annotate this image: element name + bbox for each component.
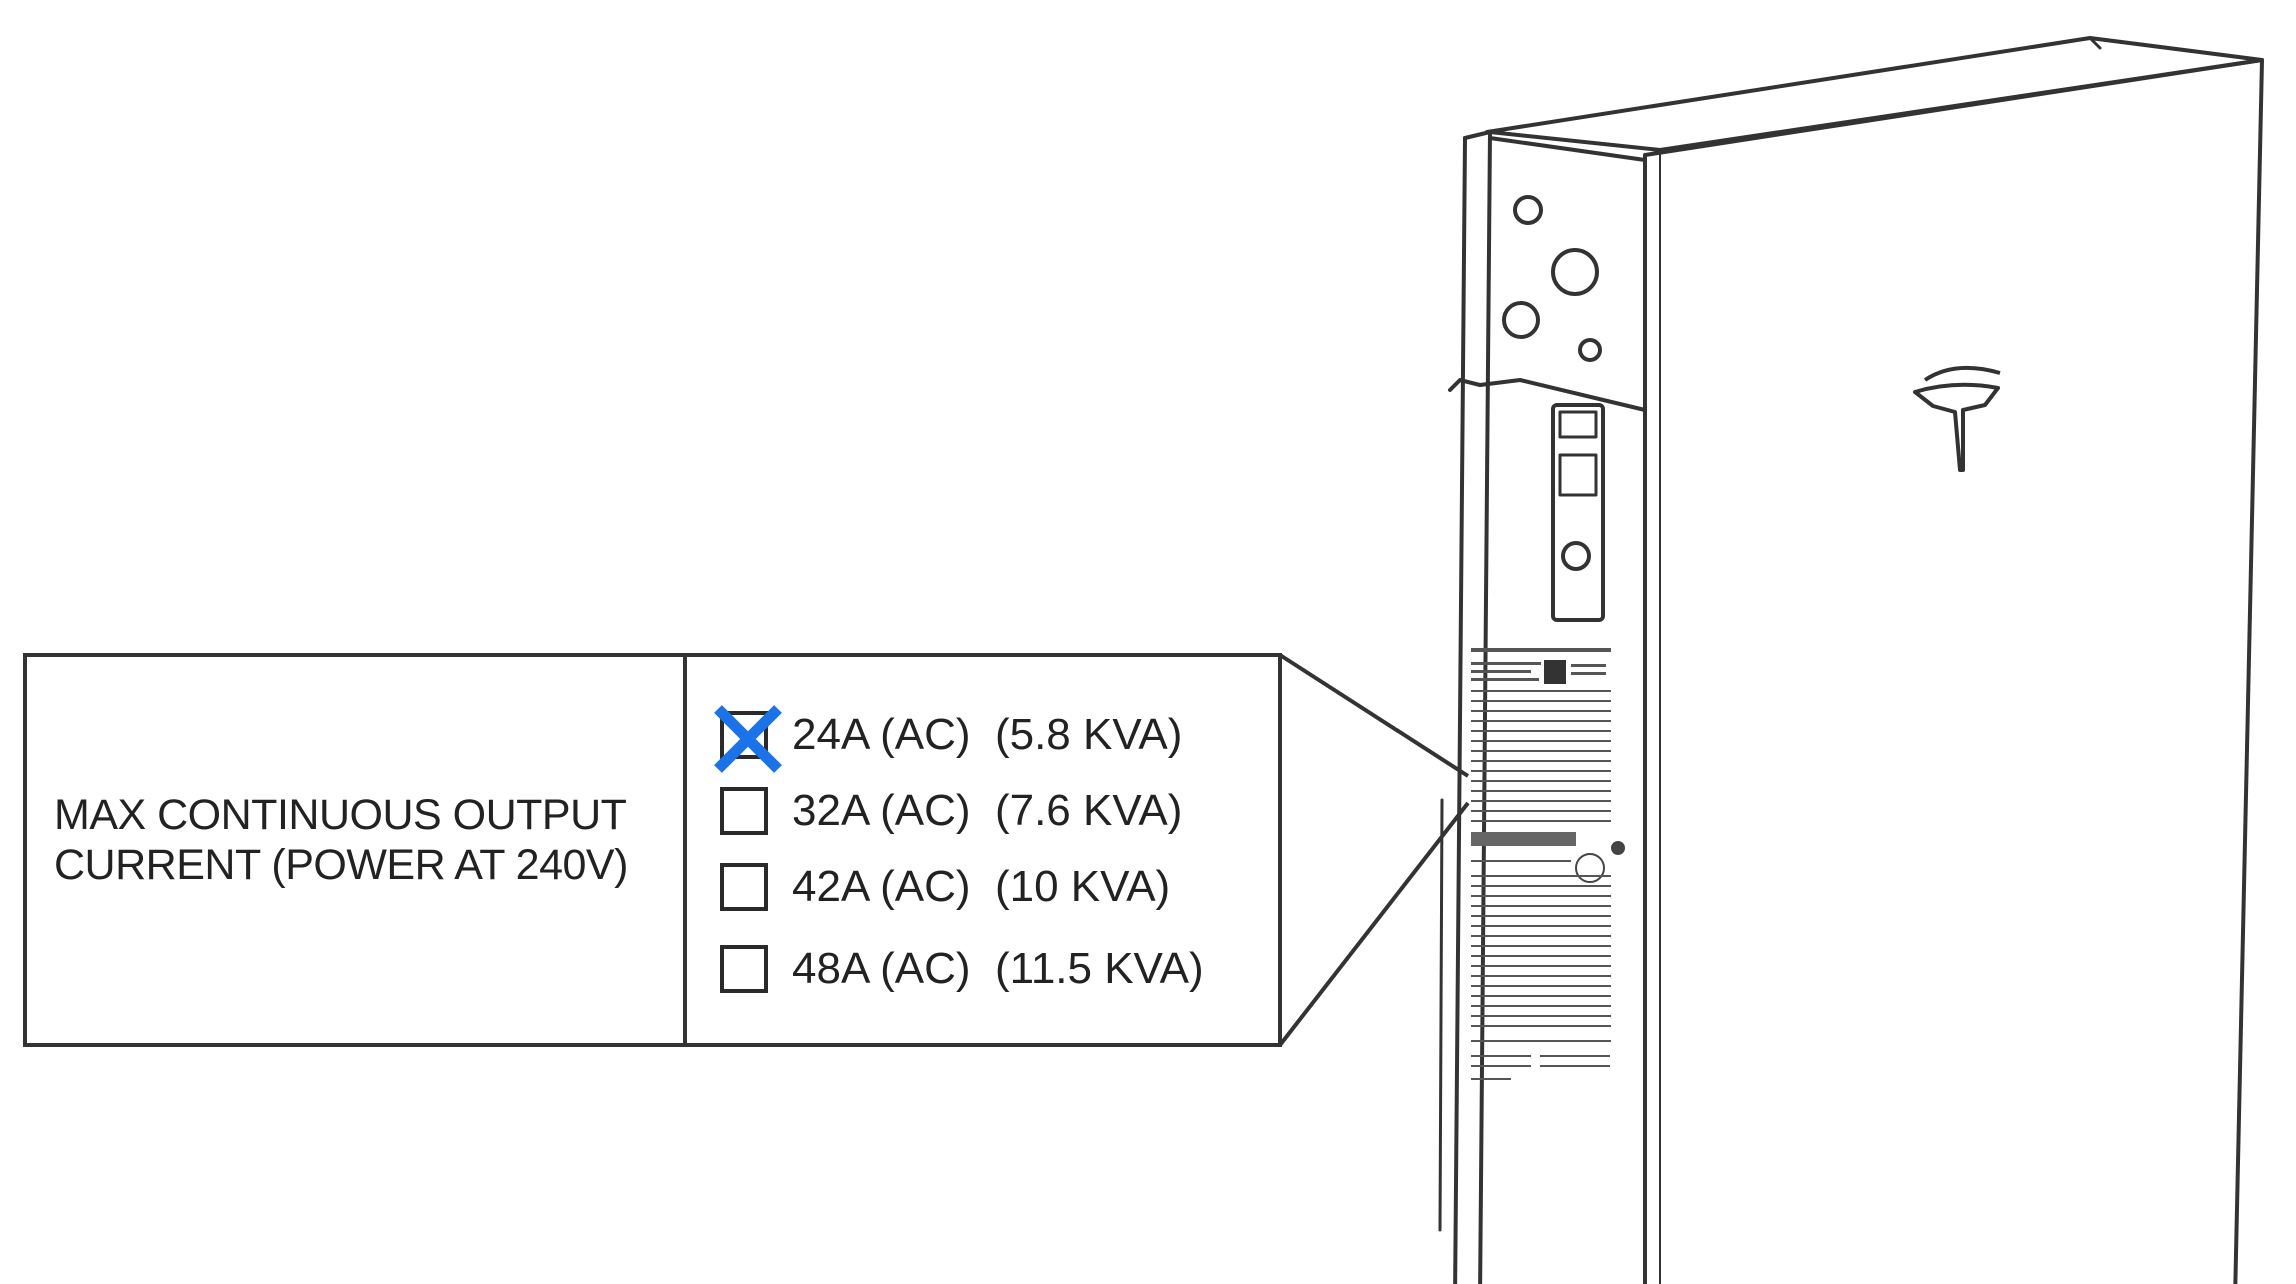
switch-module-top bbox=[1558, 410, 1598, 439]
unit-side-step bbox=[1448, 378, 1482, 392]
side-bump bbox=[1611, 841, 1625, 855]
checkbox-48a[interactable] bbox=[720, 945, 768, 993]
x-mark-icon bbox=[714, 705, 782, 773]
option-48a[interactable]: 48A (AC) (11.5 KVA) bbox=[720, 936, 1204, 1002]
unit-side-face bbox=[1453, 130, 1492, 1284]
option-24a[interactable]: 24A (AC) (5.8 KVA) bbox=[714, 702, 1183, 773]
unit-front-face bbox=[1643, 58, 2264, 1284]
tesla-logo-icon bbox=[1913, 365, 2001, 472]
option-24a-label: 24A (AC) (5.8 KVA) bbox=[792, 710, 1183, 759]
option-42a-label: 42A (AC) (10 KVA) bbox=[792, 862, 1171, 911]
unit-top-face bbox=[1463, 36, 2264, 152]
switch-knob bbox=[1561, 541, 1591, 571]
switch-module bbox=[1551, 403, 1605, 622]
max-output-label-line-1: MAX CONTINUOUS OUTPUT bbox=[54, 791, 627, 839]
unit-side-strip bbox=[1438, 798, 1444, 1232]
callout-pointer-bottom bbox=[1278, 801, 1470, 1047]
option-32a-label: 32A (AC) (7.6 KVA) bbox=[792, 786, 1183, 835]
knockout-4 bbox=[1578, 338, 1602, 362]
checkbox-32a[interactable] bbox=[720, 787, 768, 835]
option-42a[interactable]: 42A (AC) (10 KVA) bbox=[720, 854, 1170, 920]
max-output-label: MAX CONTINUOUS OUTPUT CURRENT (POWER AT … bbox=[54, 790, 674, 890]
checkbox-42a[interactable] bbox=[720, 863, 768, 911]
option-48a-label: 48A (AC) (11.5 KVA) bbox=[792, 944, 1204, 993]
knockout-1 bbox=[1513, 195, 1543, 225]
max-output-label-line-2: CURRENT (POWER AT 240V) bbox=[54, 841, 628, 889]
rating-label-sticker bbox=[1471, 648, 1611, 1080]
switch-module-mid bbox=[1558, 453, 1598, 497]
knockout-2 bbox=[1551, 248, 1599, 296]
unit-side-panel-outline bbox=[1478, 136, 1647, 412]
callout-box bbox=[23, 653, 1282, 1047]
option-32a[interactable]: 32A (AC) (7.6 KVA) bbox=[720, 778, 1182, 844]
unit-top-back bbox=[2088, 36, 2102, 50]
callout-pointer-top bbox=[1278, 653, 1470, 778]
knockout-3 bbox=[1502, 301, 1540, 339]
checkbox-24a[interactable] bbox=[714, 705, 782, 773]
